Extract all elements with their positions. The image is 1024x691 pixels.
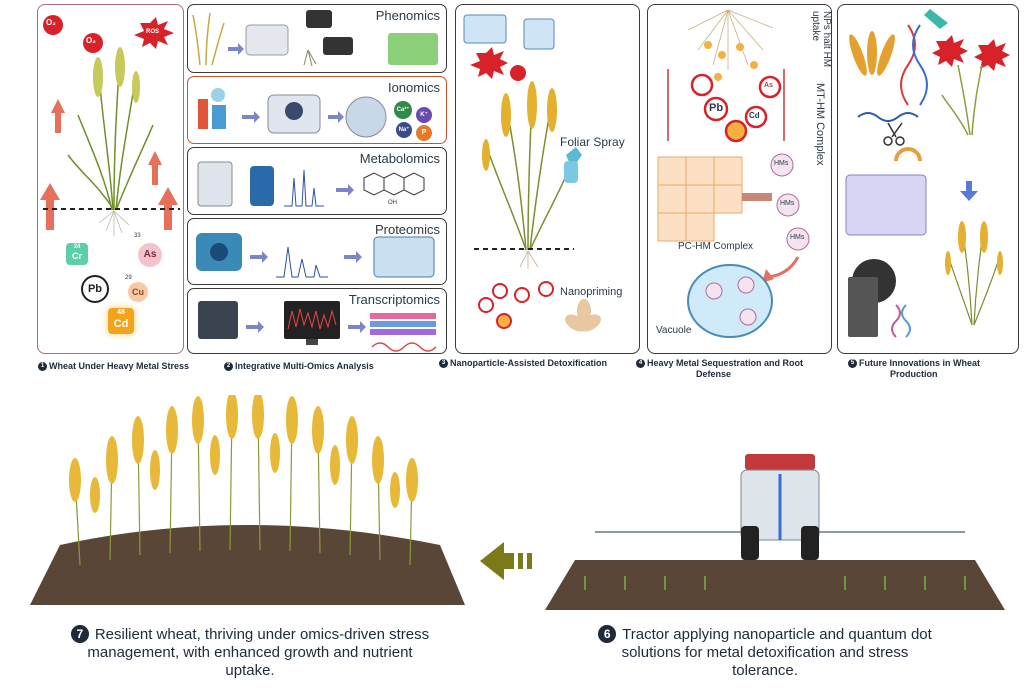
dna-helix-icon xyxy=(371,342,437,352)
box-proteomics: Proteomics xyxy=(187,218,447,285)
element-cd-tile: 48 Cd xyxy=(108,308,134,334)
gc-ms-instrument-icon xyxy=(197,161,233,207)
foliar-spray-label: Foliar Spray xyxy=(560,135,625,149)
oh-label: OH xyxy=(388,200,397,206)
panel-future-innovations xyxy=(837,4,1019,354)
sequencer-icon xyxy=(198,301,238,339)
box-metabolomics: Metabolomics OH xyxy=(187,147,447,215)
box-ionomics: Ionomics Ca²⁺ K⁺ Na⁺ P xyxy=(187,76,447,144)
blocked-metal-icons xyxy=(478,281,554,329)
transcriptomics-title: Transcriptomics xyxy=(348,292,440,307)
phenotyping-device-icon xyxy=(245,24,289,56)
ion-sphere-icon xyxy=(345,96,387,138)
transport-arrow xyxy=(767,256,800,279)
ros-burst-icon xyxy=(932,35,1010,71)
o2-label: O₂ xyxy=(86,36,96,45)
camera-icon xyxy=(306,10,332,28)
proteomics-title: Proteomics xyxy=(374,222,440,237)
box-phenomics: Phenomics xyxy=(187,4,447,73)
flavonoid-structure-icon xyxy=(363,172,425,196)
tractor-wheel xyxy=(801,526,819,560)
hms-complex-icon xyxy=(786,227,810,251)
pc-hm-complex-label: PC-HM Complex xyxy=(678,241,754,252)
ion-p: P xyxy=(416,125,432,141)
server-icon xyxy=(848,277,878,337)
gene-editing-tool-icon xyxy=(924,9,948,29)
nanoparticle-cage-icon xyxy=(523,18,555,50)
as-blocked-label: As xyxy=(764,82,773,89)
panel-nanoparticle-detox: Foliar Spray Nanopriming xyxy=(455,4,640,354)
gauge-icon xyxy=(894,147,922,162)
mt-hm-complex-label: MT-HM Complex xyxy=(814,83,826,166)
as-number: 33 xyxy=(134,233,141,239)
test-tube-icon xyxy=(198,99,208,129)
greenhouse-icon xyxy=(845,174,927,236)
gene-expression-heatmap xyxy=(370,313,436,335)
seed-cluster-icon xyxy=(565,299,601,332)
ion-ca: Ca²⁺ xyxy=(394,101,412,119)
vacuole-label: Vacuole xyxy=(656,325,692,336)
cd-blocked-label: Cd xyxy=(749,111,760,120)
phenomics-title: Phenomics xyxy=(375,8,440,23)
hms-label: HMs xyxy=(790,234,805,241)
peptide-spectrum xyxy=(276,246,328,278)
dna-helix-icon xyxy=(900,24,916,106)
protein-structure-icon xyxy=(373,236,435,278)
resilient-wheat-field-illustration xyxy=(30,395,465,605)
tractor-roof xyxy=(745,454,815,470)
o2-radical-icon xyxy=(83,33,103,53)
element-cu-circle: Cu xyxy=(128,282,148,302)
blocked-metal-icons xyxy=(690,73,782,143)
ion-k: K⁺ xyxy=(416,107,432,123)
spectrum-chart xyxy=(284,169,324,207)
nanoparticle-cage-icon xyxy=(463,14,507,44)
leaf-tissue-icon xyxy=(388,33,438,65)
camera-icon xyxy=(323,37,353,55)
wheat-plant-illustration xyxy=(40,15,180,236)
tractor-wheel xyxy=(741,526,759,560)
ion-na: Na⁺ xyxy=(396,122,412,138)
hms-complex-icon xyxy=(770,153,794,177)
dna-strand-icon xyxy=(857,112,919,122)
hms-complex-icon xyxy=(776,193,800,217)
ros-label: ROS xyxy=(146,29,160,35)
monitor-icon xyxy=(284,301,340,339)
metabolomics-title: Metabolomics xyxy=(359,151,440,166)
pb-blocked-label: Pb xyxy=(709,102,724,114)
root-cell-layer xyxy=(657,156,743,242)
element-pb-circle: Pb xyxy=(81,275,109,303)
o2-label: O₂ xyxy=(46,18,56,27)
root-system-illustration xyxy=(687,9,774,70)
element-as-circle: As xyxy=(138,243,162,267)
panel-wheat-stress: O₂ O₂ ROS 24 Cr 33 As Pb 29 Cu 48 Cd xyxy=(37,4,184,354)
cu-number: 29 xyxy=(125,275,132,281)
o2-radical-icon xyxy=(510,65,526,81)
ionomics-title: Ionomics xyxy=(387,80,440,95)
hms-label: HMs xyxy=(774,160,789,167)
nanopriming-label: Nanopriming xyxy=(560,286,623,298)
mass-spec-icon xyxy=(250,166,274,206)
ros-burst-icon xyxy=(470,47,508,79)
box-transcriptomics: Transcriptomics xyxy=(187,288,447,354)
ros-burst-icon xyxy=(134,17,174,49)
left-arrow-icon xyxy=(480,542,532,580)
wheat-ears-icon xyxy=(849,31,895,76)
element-cr-tile: 24 Cr xyxy=(66,243,88,265)
scissors-icon xyxy=(883,122,905,146)
vacuole-shape xyxy=(687,264,773,338)
hms-label: HMs xyxy=(780,200,795,207)
o2-radical-icon xyxy=(43,15,63,35)
tractor-spraying-illustration xyxy=(545,454,1005,610)
